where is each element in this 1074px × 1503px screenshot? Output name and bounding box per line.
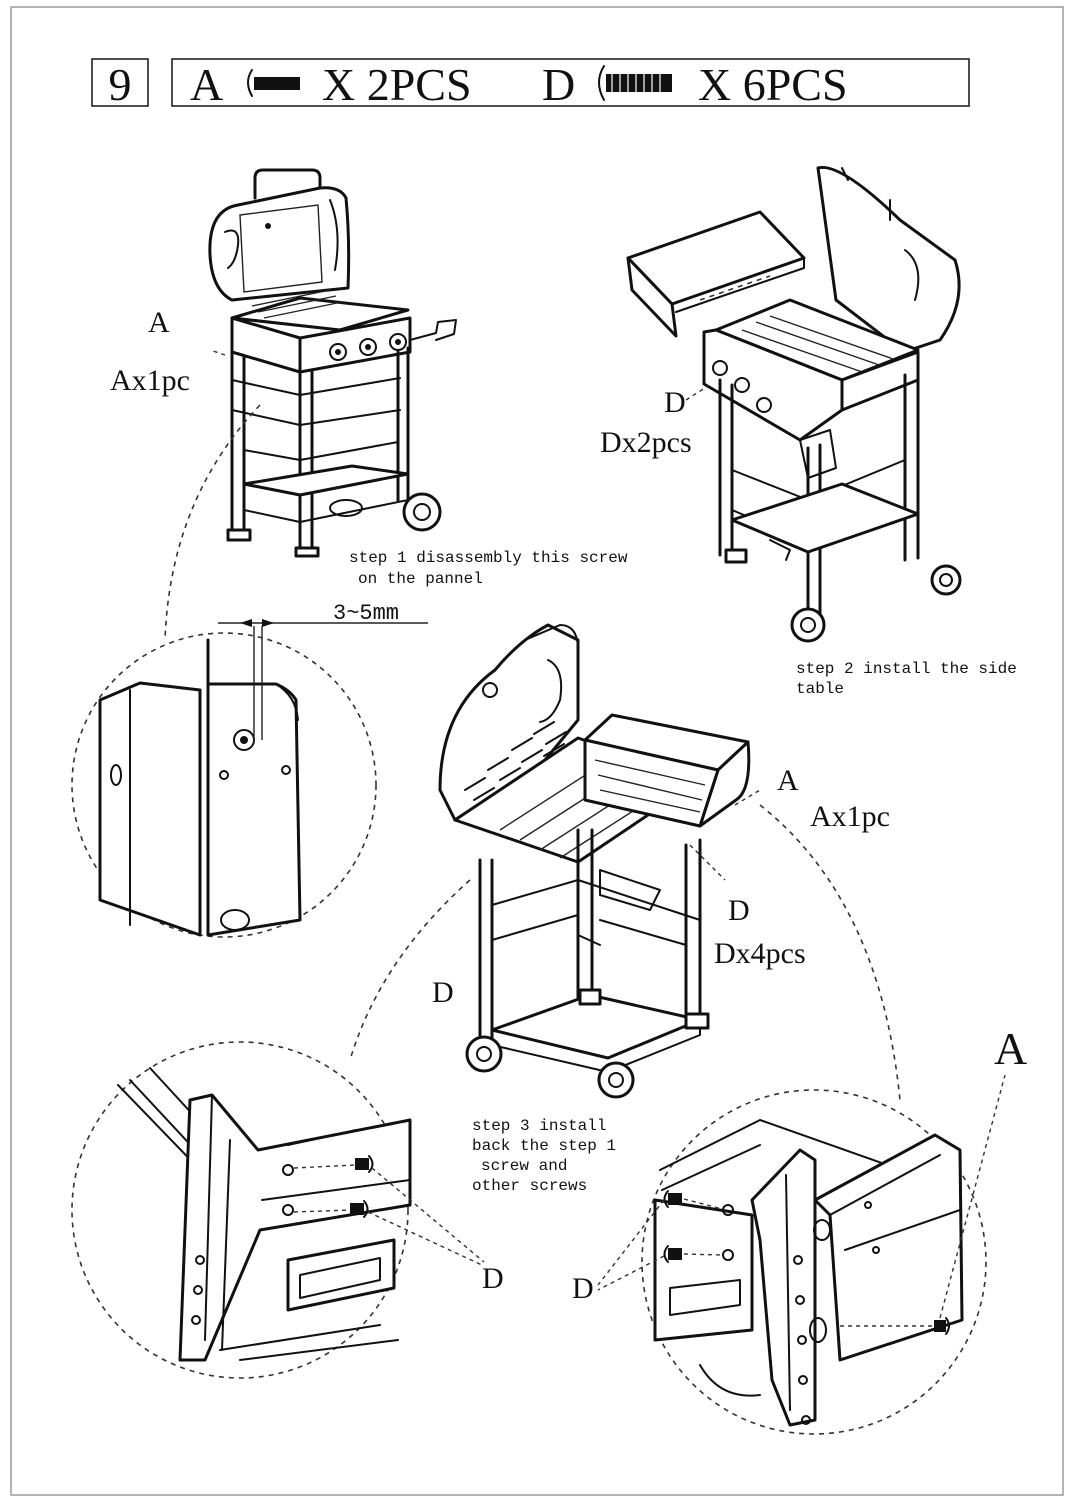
dimension-label: 3~5mm	[333, 601, 399, 626]
part-d-qty: X 6PCS	[698, 59, 848, 110]
view2-caption-line1: step 2 install the side	[796, 660, 1017, 678]
step-number: 9	[109, 59, 132, 110]
view3-label-d-letter: D	[728, 894, 750, 927]
view3-caption-line4: other screws	[472, 1177, 587, 1195]
view1-caption-line2: on the pannel	[358, 570, 483, 588]
part-a-qty: X 2PCS	[322, 59, 472, 110]
part-a-letter: A	[190, 59, 223, 110]
detail-left-label: D	[482, 1262, 504, 1295]
view3-label-a-letter: A	[777, 764, 799, 797]
grill-view-2	[626, 165, 962, 643]
view3-label-a-qty: Ax1pc	[810, 800, 890, 833]
detail-circle-1	[71, 404, 377, 938]
detail-right-label-a: A	[994, 1023, 1027, 1074]
grill-view-3	[438, 623, 761, 1099]
dimension-indicator	[218, 619, 428, 627]
view3-label-d-left: D	[432, 976, 454, 1009]
step-number-box	[91, 58, 149, 107]
header-bar: 9 A X 2PCS D X 6PCS	[91, 58, 970, 110]
view1-caption-line1: step 1 disassembly this screw	[349, 549, 628, 567]
grill-view-1	[208, 168, 457, 558]
view3-caption-line2: back the step 1	[472, 1137, 616, 1155]
view3-label-d-qty: Dx4pcs	[714, 937, 806, 970]
screw-a-icon	[247, 69, 300, 97]
screw-d-icon	[598, 65, 672, 101]
view3-caption-line3: screw and	[481, 1157, 567, 1175]
detail-circle-2	[71, 879, 485, 1379]
part-d-letter: D	[542, 59, 575, 110]
detail-circle-2-outline	[71, 1041, 409, 1379]
view2-label-letter: D	[664, 386, 686, 419]
page-border	[10, 6, 1064, 1496]
detail-circle-3	[597, 804, 1006, 1435]
view1-label-qty: Ax1pc	[110, 364, 190, 397]
view2-caption-line2: table	[796, 680, 844, 698]
detail-circle-3-outline	[641, 1089, 987, 1435]
detail-circle-1-outline	[71, 632, 377, 938]
view1-label-letter: A	[148, 306, 170, 339]
view3-caption-line1: step 3 install	[472, 1117, 606, 1135]
view2-label-qty: Dx2pcs	[600, 426, 692, 459]
parts-list-box	[171, 58, 970, 107]
detail-right-label-d: D	[572, 1272, 594, 1305]
